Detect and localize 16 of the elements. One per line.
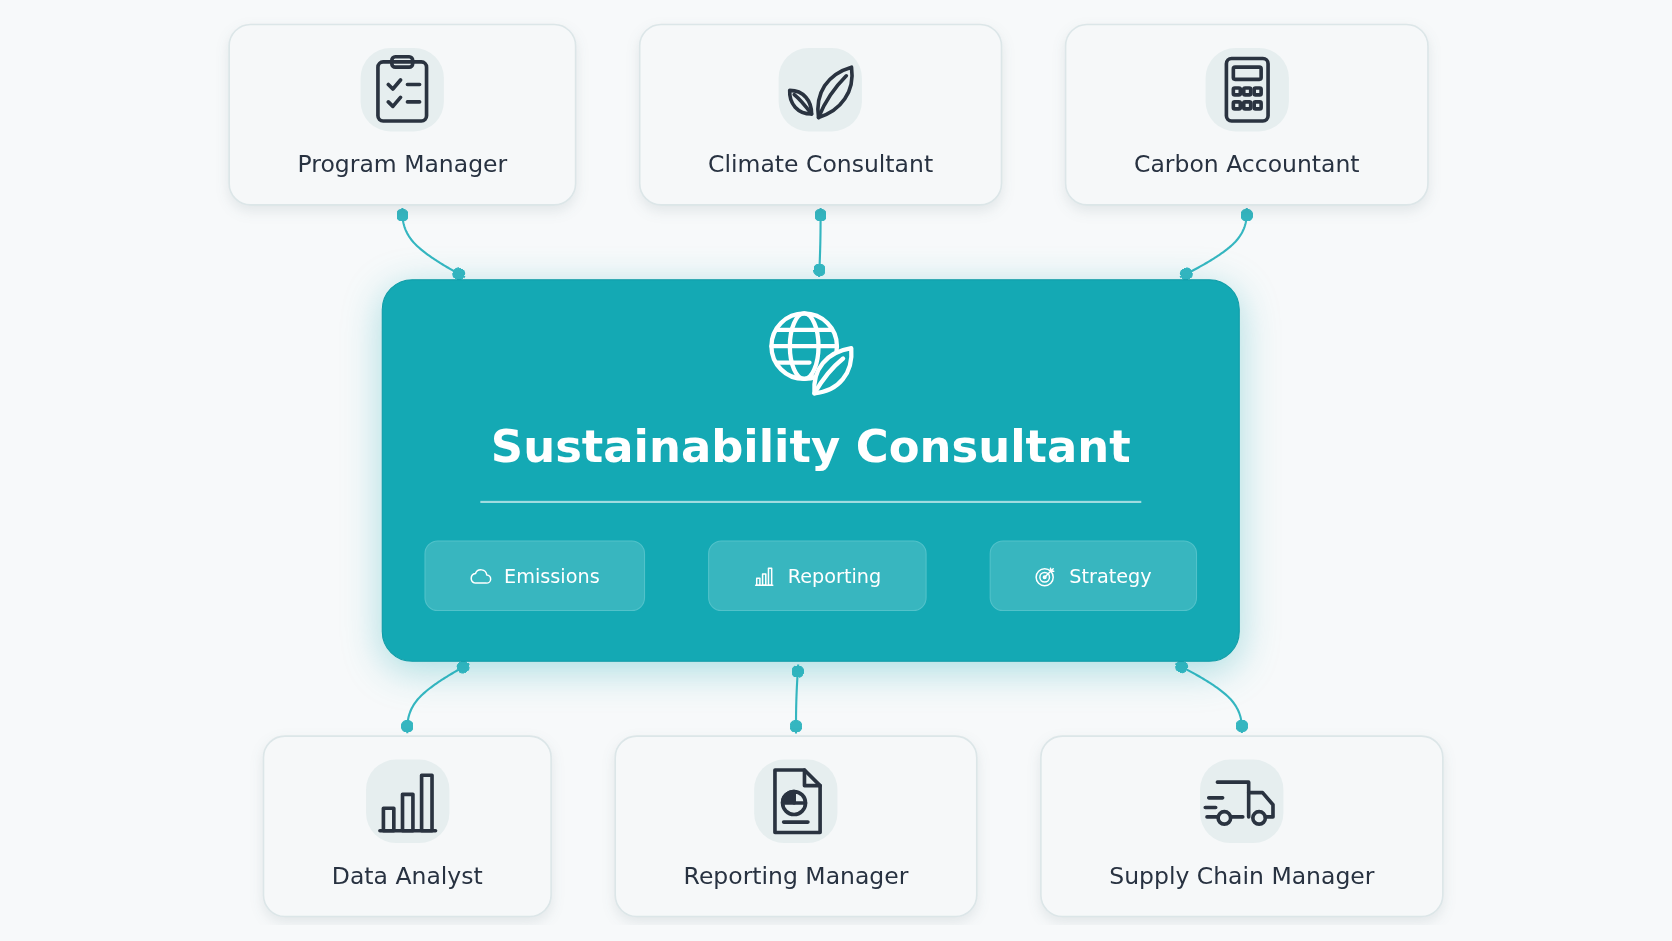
tag-label: Reporting <box>787 563 883 589</box>
connector-line <box>400 660 470 734</box>
connector-line <box>1179 208 1254 281</box>
role-title: Data Analyst <box>330 861 484 891</box>
connector-line <box>1174 660 1249 733</box>
tag-label: Emissions <box>504 563 601 589</box>
hub-title: Sustainability Consultant <box>489 419 1132 476</box>
connector-line <box>789 664 805 734</box>
tag-label: Strategy <box>1069 563 1153 589</box>
connector-line <box>395 208 466 281</box>
role-title: Carbon Accountant <box>1133 149 1361 180</box>
role-title: Climate Consultant <box>707 149 935 180</box>
connector-line <box>812 208 828 278</box>
role-title: Supply Chain Manager <box>1108 861 1376 891</box>
role-title: Program Manager <box>296 149 509 180</box>
role-title: Reporting Manager <box>682 861 910 891</box>
